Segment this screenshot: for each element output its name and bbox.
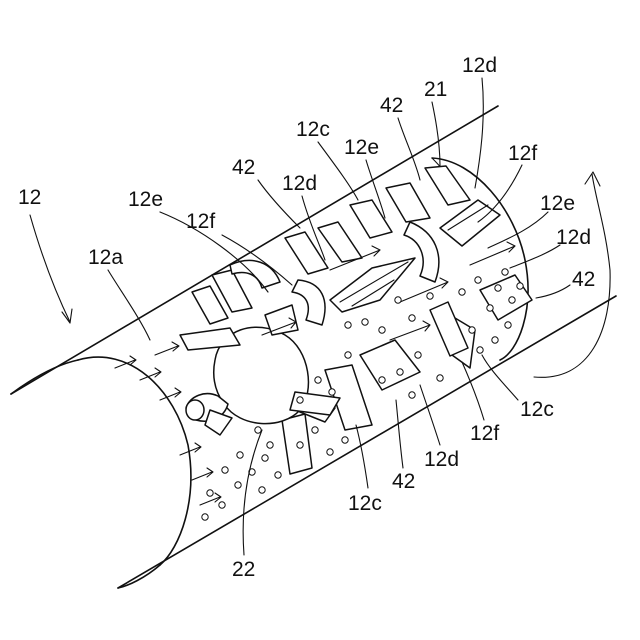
curved-vane-3 [404,222,439,282]
drum-cut-end [78,357,191,565]
lifter-d [318,222,362,262]
label-12c-upper: 12c [296,118,330,141]
label-12: 12 [18,186,41,209]
flow-arrow-5 [180,443,201,455]
curved-vane-2 [292,280,325,325]
label-12f-bottom: 12f [470,422,499,445]
leader-12d-right [510,245,560,268]
rotation-arrow-left [30,215,70,322]
label-42-left: 42 [232,156,255,179]
blade-right [440,200,500,246]
label-12a: 12a [88,246,123,269]
label-12c-right: 12c [520,398,554,421]
leader-12d-bottom [420,385,440,445]
label-42-bottom: 42 [392,470,415,493]
label-12e-right: 12e [540,192,575,215]
flow-arrow-12 [390,321,430,340]
label-12f-left: 12f [186,210,215,233]
leader-21 [432,102,440,166]
blade-lower-right [480,275,532,320]
leader-12a [108,270,150,340]
flow-arrow-9 [400,278,448,302]
leader-42-top [398,118,420,180]
label-12d-upper: 12d [282,172,317,195]
label-42-right: 42 [572,268,595,291]
flow-arrow-6 [192,468,213,480]
label-12d-top: 12d [462,54,497,77]
label-12e-upper: 12e [344,136,379,159]
label-12d-right: 12d [556,226,591,249]
label-12f-right: 12f [508,142,537,165]
rotation-arrows [30,172,610,377]
leader-12d-top [475,78,483,188]
lifter-c [285,232,328,274]
burner-nozzle-tip [186,400,204,420]
leader-12c-right [482,355,518,400]
lifter-e [350,200,392,238]
label-42-top: 42 [380,94,403,117]
leader-42-right [536,285,570,298]
flow-arrow-3 [155,342,179,355]
burner-fin-bottom [205,410,232,435]
lifter-g [425,166,470,205]
leader-22 [243,430,262,555]
label-22: 22 [232,558,255,581]
label-21: 21 [424,78,447,101]
flow-arrow-4 [160,388,181,400]
label-12c-bottom: 12c [348,492,382,515]
lifter-f [386,183,430,222]
leader-12c-bottom [356,425,368,488]
leader-12f-bottom [462,362,484,420]
leader-42-bottom [396,400,403,468]
label-12d-bottom: 12d [424,448,459,471]
blade-lower-a [360,340,420,390]
label-12e-left: 12e [128,188,163,211]
blade-center [330,258,415,312]
